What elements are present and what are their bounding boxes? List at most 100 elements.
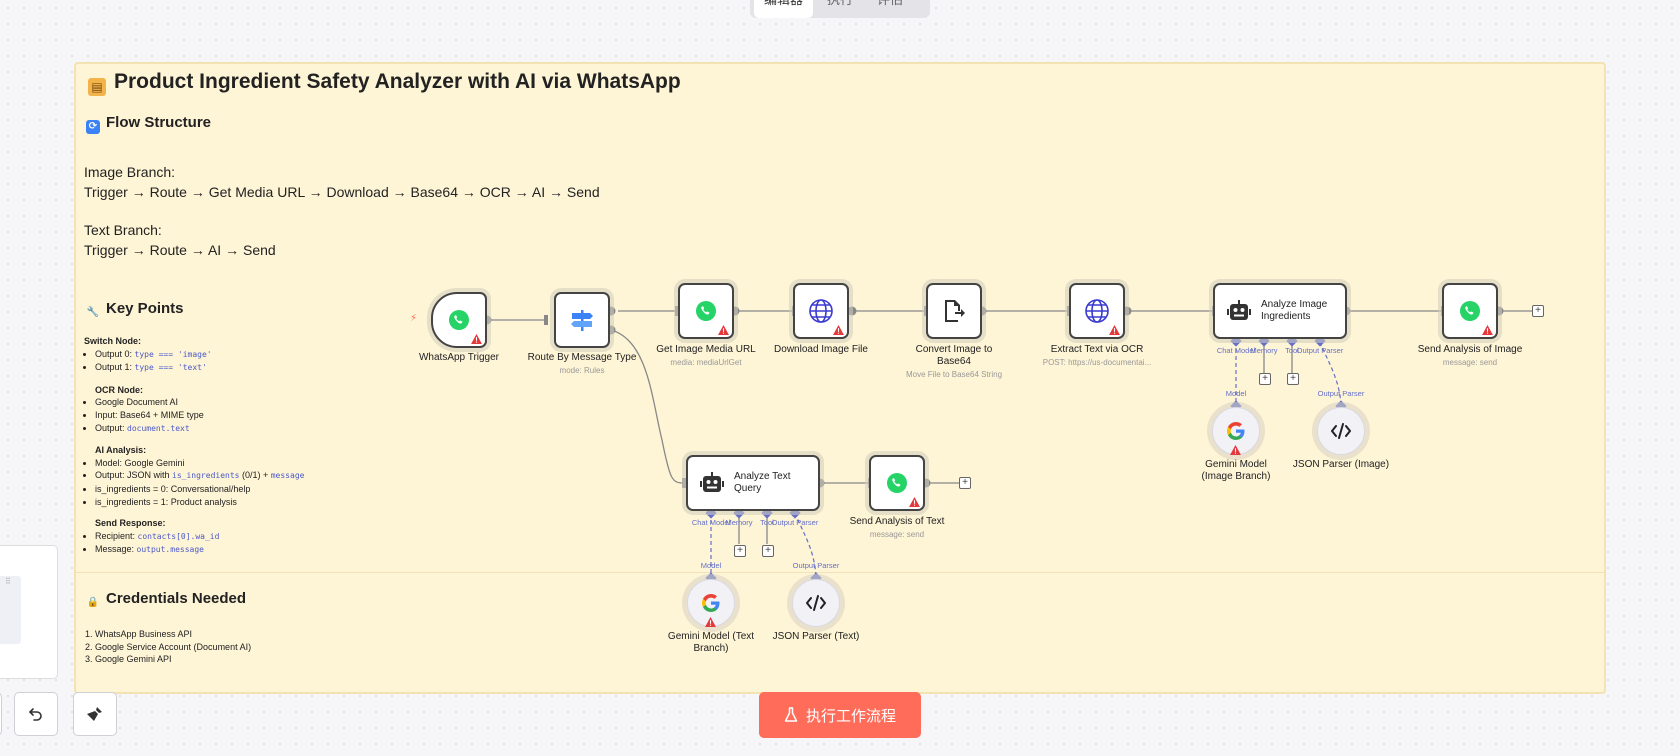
node-analyze-image-ingredients[interactable]: Analyze Image Ingredients [1213,283,1347,339]
node-whatsapp-trigger[interactable] [431,292,487,348]
warning-icon [1482,325,1493,335]
warning-icon [1230,445,1241,455]
node-subtitle: POST: https://us-documentai... [1042,358,1152,367]
list-item: Model: Google Gemini [95,457,304,470]
list-item: Output: document.text [95,422,304,436]
wrench-icon: 🔧 [86,307,100,318]
node-download-image-file[interactable] [793,283,849,339]
send-label: Send Response: [95,518,166,529]
node-convert-image-to-base64[interactable] [926,283,982,339]
add-tool-button[interactable]: + [1287,373,1299,385]
tool-button-partial[interactable] [0,692,2,736]
port-label: Memory [1250,346,1278,355]
credentials-list: WhatsApp Business API Google Service Acc… [84,628,251,666]
broom-icon [87,707,102,721]
node-label: Convert Image to Base64 [915,344,993,367]
node-get-image-media-url[interactable] [678,283,734,339]
port-label: Output Parser [771,518,819,527]
list-item: is_ingredients = 0: Conversational/help [95,483,304,496]
node-subtitle: message: send [869,530,925,539]
node-json-parser-text[interactable] [792,579,840,627]
side-panel-preview [0,576,21,644]
node-json-parser-image[interactable] [1317,407,1365,455]
lock-icon: 🔒 [86,597,100,608]
add-tool-button[interactable]: + [762,545,774,557]
node-label: WhatsApp Trigger [418,352,500,363]
add-memory-button[interactable]: + [1259,373,1271,385]
text-branch-flow: Trigger → Route → AI → Send [84,242,276,258]
add-memory-button[interactable]: + [734,545,746,557]
list-item: Output 0: type === 'image' [95,348,304,362]
list-item: Message: output.message [95,543,304,557]
node-label: Send Analysis of Image [1417,344,1523,355]
port-label: Memory [725,518,753,527]
warning-icon [909,497,920,507]
list-item: WhatsApp Business API [95,628,251,641]
node-gemini-model-image[interactable] [1212,407,1260,455]
node-label: JSON Parser (Text) [772,631,860,642]
whatsapp-icon [887,473,907,493]
note-divider [76,572,1604,573]
warning-icon [471,334,482,344]
list-item: is_ingredients = 1: Product analysis [95,496,304,509]
node-label: Gemini Model (Image Branch) [1201,459,1271,482]
clipboard-icon: ▤ [88,78,106,96]
trigger-bolt-icon: ⚡ [410,313,418,324]
editor-mode-tabs: 编辑器 执行 评估 [750,0,930,18]
node-label: Send Analysis of Text [849,516,945,527]
key-points-list: Switch Node: Output 0: type === 'image' … [84,333,304,557]
warning-icon [1109,325,1120,335]
globe-icon [1085,299,1109,323]
node-send-analysis-of-text[interactable] [869,455,925,511]
node-label: Gemini Model (Text Branch) [667,631,755,654]
list-item: Output: JSON with is_ingredients (0/1) +… [95,469,304,483]
port-label: Model [700,561,722,570]
node-subtitle: Move File to Base64 String [905,370,1003,379]
credentials-heading: 🔒Credentials Needed [86,590,247,608]
port-label: Tool [760,518,774,527]
code-icon [1331,423,1351,439]
connection-line [610,329,685,484]
input-handle [682,478,686,488]
node-route-by-message-type[interactable] [554,292,610,348]
drag-handle-icon[interactable]: ⠿ [5,577,11,586]
port-label: Tool [1285,346,1299,355]
list-item: Recipient: contacts[0].wa_id [95,530,304,544]
input-handle [675,306,679,316]
port-label: Output Parser [1317,389,1365,398]
sticky-note[interactable]: ▤Product Ingredient Safety Analyzer with… [74,62,1606,694]
side-panel[interactable]: ⠿ [0,545,58,679]
add-node-button[interactable]: + [959,477,971,489]
execute-workflow-button[interactable]: 执行工作流程 [759,692,921,738]
node-label: Get Image Media URL [656,344,756,355]
undo-button[interactable] [14,692,58,736]
whatsapp-icon [449,310,469,330]
list-item: Google Gemini API [95,653,251,666]
tab-editor[interactable]: 编辑器 [754,0,814,18]
whatsapp-icon [1460,301,1480,321]
image-branch-label: Image Branch: [84,164,176,180]
globe-icon [809,299,833,323]
text-branch-label: Text Branch: [84,222,162,238]
port-label: Output Parser [792,561,840,570]
signpost-icon [571,310,593,331]
list-item: Google Document AI [95,396,304,409]
tab-executions[interactable]: 执行 [827,0,854,8]
output-handle [847,306,857,316]
node-subtitle: message: send [1442,358,1498,367]
node-subtitle: media: mediaUrlGet [670,358,742,367]
add-node-button[interactable]: + [1532,305,1544,317]
node-send-analysis-of-image[interactable] [1442,283,1498,339]
note-title: ▤Product Ingredient Safety Analyzer with… [88,70,681,96]
port-label: Output Parser [1296,346,1344,355]
node-analyze-text-query[interactable]: Analyze Text Query [686,455,820,511]
node-label: Route By Message Type [527,352,637,363]
clear-execution-button[interactable] [73,692,117,736]
node-extract-text-via-ocr[interactable] [1069,283,1125,339]
port-label: Chat Model [691,518,731,527]
tab-evaluations[interactable]: 评估 [877,0,904,8]
list-item: Input: Base64 + MIME type [95,409,304,422]
whatsapp-icon [696,301,716,321]
node-label: Download Image File [774,344,868,355]
node-gemini-model-text[interactable] [687,579,735,627]
